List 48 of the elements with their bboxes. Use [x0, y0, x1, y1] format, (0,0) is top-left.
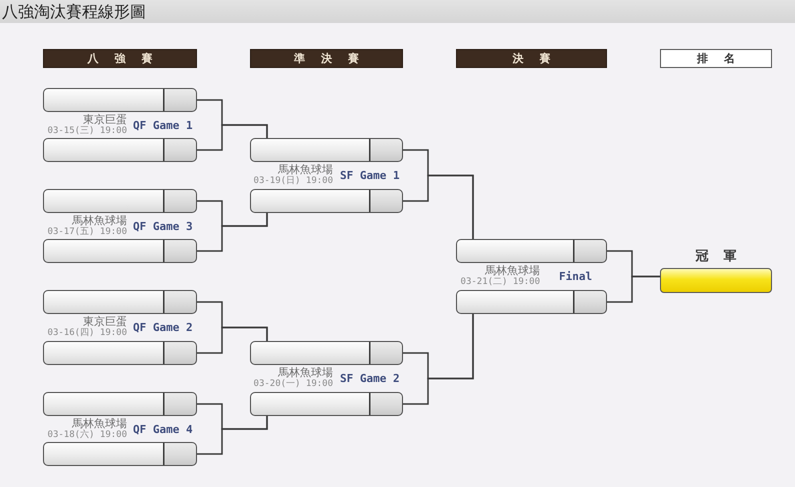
match-date: 03-15(三) 19:00: [48, 126, 127, 136]
venue-label: 東京巨蛋: [83, 316, 127, 328]
bracket-line: [403, 174, 474, 239]
bracket-line: [607, 276, 660, 303]
column-header: 八強賽: [43, 49, 197, 68]
match-date: 03-19(日) 19:00: [254, 176, 333, 186]
bracket-slot: [43, 189, 197, 213]
venue-label: 馬林魚球場: [278, 164, 333, 176]
bracket-slot: [250, 189, 403, 213]
bracket-line: [197, 326, 268, 354]
column-header: 決賽: [456, 49, 607, 68]
game-label: QF Game 4: [133, 423, 193, 436]
match-date: 03-17(五) 19:00: [48, 227, 127, 237]
game-label: QF Game 3: [133, 220, 193, 233]
page-title: 八強淘汰賽程線形圖: [2, 2, 146, 21]
bracket-line: [197, 124, 268, 151]
bracket-slot: [456, 239, 607, 263]
column-header: 排名: [660, 49, 772, 68]
bracket-slot: [250, 341, 403, 365]
venue-label: 馬林魚球場: [485, 265, 540, 277]
bracket-slot: [43, 239, 197, 263]
bracket-slot: [456, 290, 607, 314]
venue-label: 馬林魚球場: [72, 418, 127, 430]
game-label: QF Game 1: [133, 119, 193, 132]
game-label: QF Game 2: [133, 321, 193, 334]
game-label: SF Game 2: [340, 372, 400, 385]
bracket-slot: [43, 138, 197, 162]
bracket-line: [197, 416, 268, 455]
bracket-slot: [43, 392, 197, 416]
match-date: 03-20(一) 19:00: [254, 379, 333, 389]
column-header: 準決賽: [250, 49, 403, 68]
bracket-slot: [250, 138, 403, 162]
venue-label: 馬林魚球場: [278, 367, 333, 379]
bracket-line: [403, 314, 474, 405]
match-date: 03-16(四) 19:00: [48, 328, 127, 338]
bracket-slot: [43, 88, 197, 112]
match-date: 03-18(六) 19:00: [48, 430, 127, 440]
match-date: 03-21(二) 19:00: [460, 277, 540, 287]
game-label: Final: [559, 270, 592, 283]
game-label: SF Game 1: [340, 169, 400, 182]
bracket-line: [197, 213, 268, 252]
champion-heading: 冠軍: [694, 249, 752, 265]
venue-label: 馬林魚球場: [72, 215, 127, 227]
bracket-slot: [250, 392, 403, 416]
bracket-slot: [43, 442, 197, 466]
venue-label: 東京巨蛋: [83, 114, 127, 126]
bracket-slot: [43, 290, 197, 314]
bracket-slot: [43, 341, 197, 365]
